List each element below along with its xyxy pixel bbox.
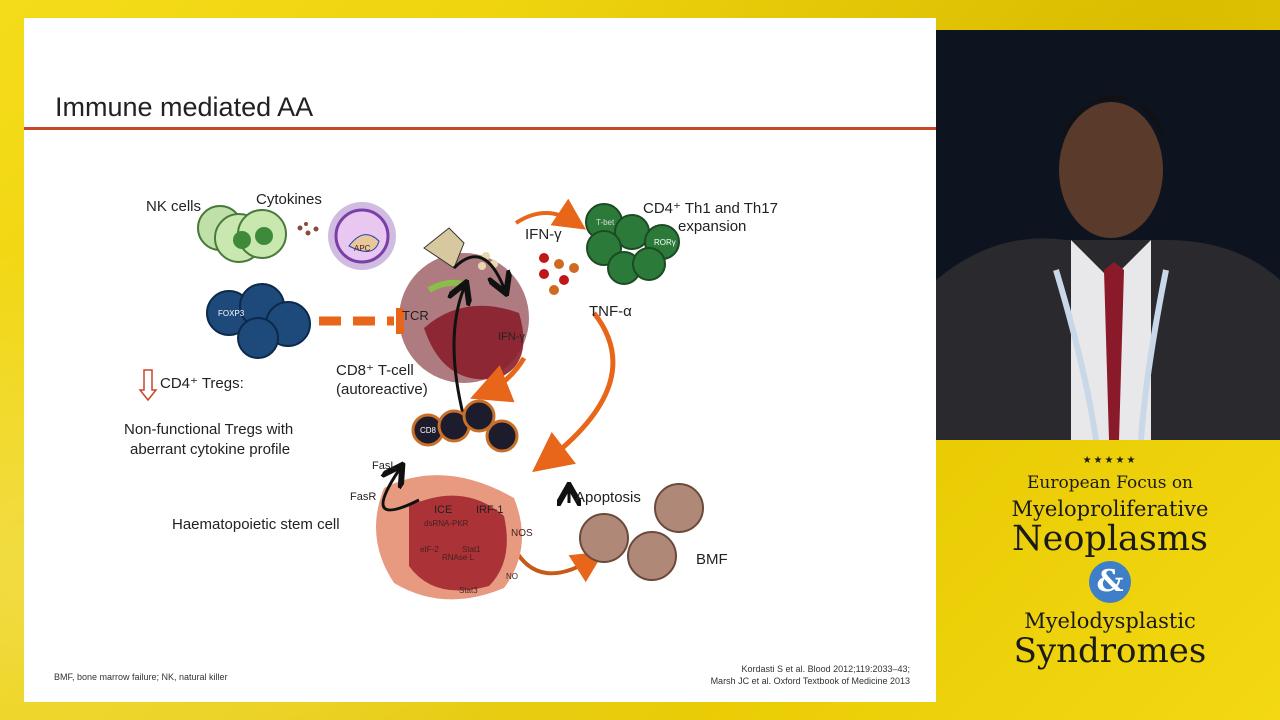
label-apoptosis: Apoptosis [575, 489, 641, 506]
label-ror: RORγ [654, 238, 676, 247]
label-ifn-gamma-inner: IFN-γ [498, 331, 525, 343]
title-divider [24, 127, 936, 130]
haematopoietic-stem-cell-graphic [376, 470, 522, 600]
label-cd8: CD8 [420, 426, 437, 435]
label-cytokines: Cytokines [256, 191, 322, 208]
cytokine-dots [539, 253, 579, 295]
eu-stars-icon: ★★★★★ [1082, 455, 1138, 466]
label-cd4-th: CD4⁺ Th1 and Th17 [643, 200, 778, 217]
logo-line-5: Syndromes [1013, 631, 1207, 671]
label-cd8-tcell: CD8⁺ T-cell [336, 362, 414, 379]
label-stat1: Stat1 [462, 545, 481, 554]
label-foxp3: FOXP3 [218, 309, 245, 318]
label-nos: NOS [511, 528, 533, 539]
label-stat3: Stat3 [459, 586, 478, 595]
label-expansion: expansion [678, 218, 747, 235]
label-fasl: FasL [372, 460, 397, 472]
label-apc: APC [354, 244, 371, 253]
label-cd4-tregs: CD4⁺ Tregs: [160, 375, 244, 392]
label-fasr: FasR [350, 491, 377, 503]
treg-cells-graphic [206, 283, 311, 359]
label-nonfunctional-2: aberrant cytokine profile [130, 441, 291, 458]
references: Kordasti S et al. Blood 2012;119:2033–43… [711, 663, 910, 687]
label-irf1: IRF-1 [476, 504, 504, 516]
logo-line-2: Myeloproliferative [1011, 497, 1209, 521]
label-ice: ICE [434, 504, 453, 516]
label-autoreactive: (autoreactive) [336, 381, 428, 398]
ampersand-icon: & [1089, 561, 1131, 603]
presentation-slide: Immune mediated AA [24, 18, 936, 702]
label-bmf: BMF [696, 551, 728, 568]
label-tbet: T-bet [596, 218, 615, 227]
slide-title: Immune mediated AA [55, 92, 314, 122]
label-nonfunctional-1: Non-functional Tregs with [124, 421, 294, 438]
reference-2: Marsh JC et al. Oxford Textbook of Medic… [710, 676, 910, 686]
label-tnf-alpha: TNF-α [589, 303, 632, 320]
label-ifn-gamma: IFN-γ [525, 226, 562, 243]
label-nk-cells: NK cells [146, 198, 202, 215]
speaker-figure [936, 95, 1280, 440]
label-dsrna: dsRNA-PKR [424, 519, 469, 528]
logo-line-3: Neoplasms [1012, 519, 1208, 559]
th-cells-graphic [585, 203, 680, 285]
cd8-cells-graphic [411, 399, 519, 453]
label-tcr: TCR [402, 308, 429, 323]
label-rnase: RNAse L [442, 553, 475, 562]
immune-diagram [138, 198, 704, 600]
bmf-cells-graphic [579, 483, 704, 581]
nk-cells-graphic [197, 205, 287, 263]
label-hsc: Haematopoietic stem cell [172, 516, 340, 533]
reference-1: Kordasti S et al. Blood 2012;119:2033–43… [741, 664, 910, 674]
logo-line-4: Myelodysplastic [1024, 609, 1196, 633]
label-no: NO [506, 572, 518, 581]
label-eif2: eIF-2 [420, 545, 439, 554]
apc-graphic [328, 202, 396, 270]
cd8-t-cell-graphic [399, 227, 529, 419]
footnote: BMF, bone marrow failure; NK, natural ki… [54, 672, 228, 682]
logo-line-1: European Focus on [1026, 473, 1194, 493]
speaker-video [936, 30, 1280, 440]
event-logo: ★★★★★ European Focus on Myeloproliferati… [990, 455, 1230, 669]
down-arrow-icon [138, 369, 158, 402]
